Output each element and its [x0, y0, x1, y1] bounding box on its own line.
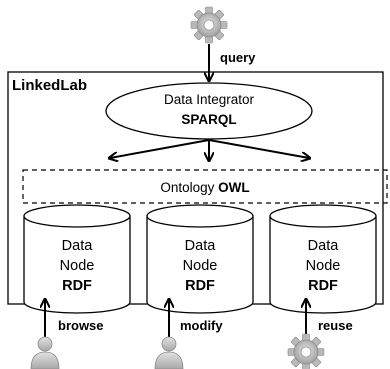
node-label-1: Data — [185, 238, 217, 254]
node-label-3: RDF — [62, 278, 92, 294]
gear-icon — [287, 333, 325, 369]
query-label: query — [220, 50, 256, 65]
integrator-sparql: SPARQL — [181, 112, 236, 127]
data-node: Data Node RDF — [146, 204, 254, 314]
node-label-1: Data — [308, 238, 340, 254]
data-node: Data Node RDF — [23, 204, 131, 314]
node-label-1: Data — [62, 238, 94, 254]
node-label-2: Node — [306, 258, 341, 274]
user-icon — [30, 336, 60, 369]
arrow-to-left — [110, 139, 210, 158]
system-title: LinkedLab — [12, 77, 87, 94]
data-node: Data Node RDF — [269, 204, 377, 314]
ontology-label: Ontology OWL — [160, 180, 249, 195]
browse-label: browse — [58, 318, 104, 333]
node-label-3: RDF — [308, 278, 338, 294]
ontology-layer — [22, 169, 388, 204]
integrator-title: Data Integrator — [164, 92, 255, 107]
node-label-2: Node — [60, 258, 95, 274]
user-icon — [154, 336, 184, 369]
node-label-3: RDF — [185, 278, 215, 294]
gear-icon — [190, 6, 228, 44]
data-integrator — [105, 82, 313, 140]
reuse-label: reuse — [318, 318, 353, 333]
modify-label: modify — [180, 318, 223, 333]
arrow-to-right — [208, 139, 309, 158]
node-label-2: Node — [183, 258, 218, 274]
